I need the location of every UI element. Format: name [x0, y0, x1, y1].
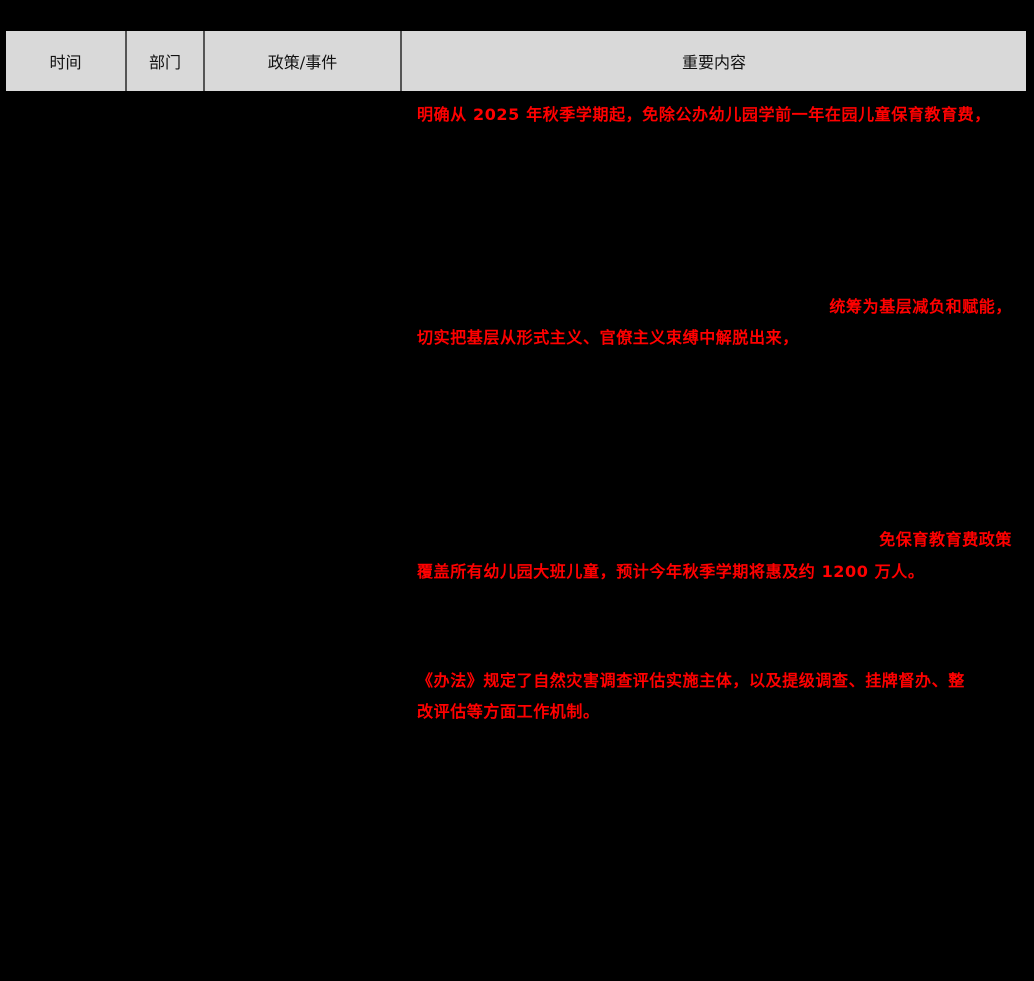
row-4-highlight-line-2: 改评估等方面工作机制。: [417, 702, 600, 721]
row-2-highlight-line-1: 统筹为基层减负和赋能，: [829, 297, 1012, 316]
table-header-row: 时间 部门 政策/事件 重要内容: [6, 31, 1026, 91]
table-body: [0, 91, 1034, 981]
column-header-policy-event: 政策/事件: [205, 31, 402, 91]
row-4-highlight-line-1: 《办法》规定了自然灾害调查评估实施主体，以及提级调查、挂牌督办、整: [417, 671, 965, 690]
row-2-highlight-line-2: 切实把基层从形式主义、官僚主义束缚中解脱出来，: [417, 328, 799, 347]
column-header-time: 时间: [6, 31, 127, 91]
row-3-highlight-line-2: 覆盖所有幼儿园大班儿童，预计今年秋季学期将惠及约 1200 万人。: [417, 562, 925, 581]
row-1-highlight-line-1: 明确从 2025 年秋季学期起，免除公办幼儿园学前一年在园儿童保育教育费，: [417, 105, 991, 124]
column-header-department: 部门: [127, 31, 205, 91]
column-header-key-content: 重要内容: [681, 53, 746, 72]
row-3-highlight-line-1: 免保育教育费政策: [879, 530, 1012, 549]
